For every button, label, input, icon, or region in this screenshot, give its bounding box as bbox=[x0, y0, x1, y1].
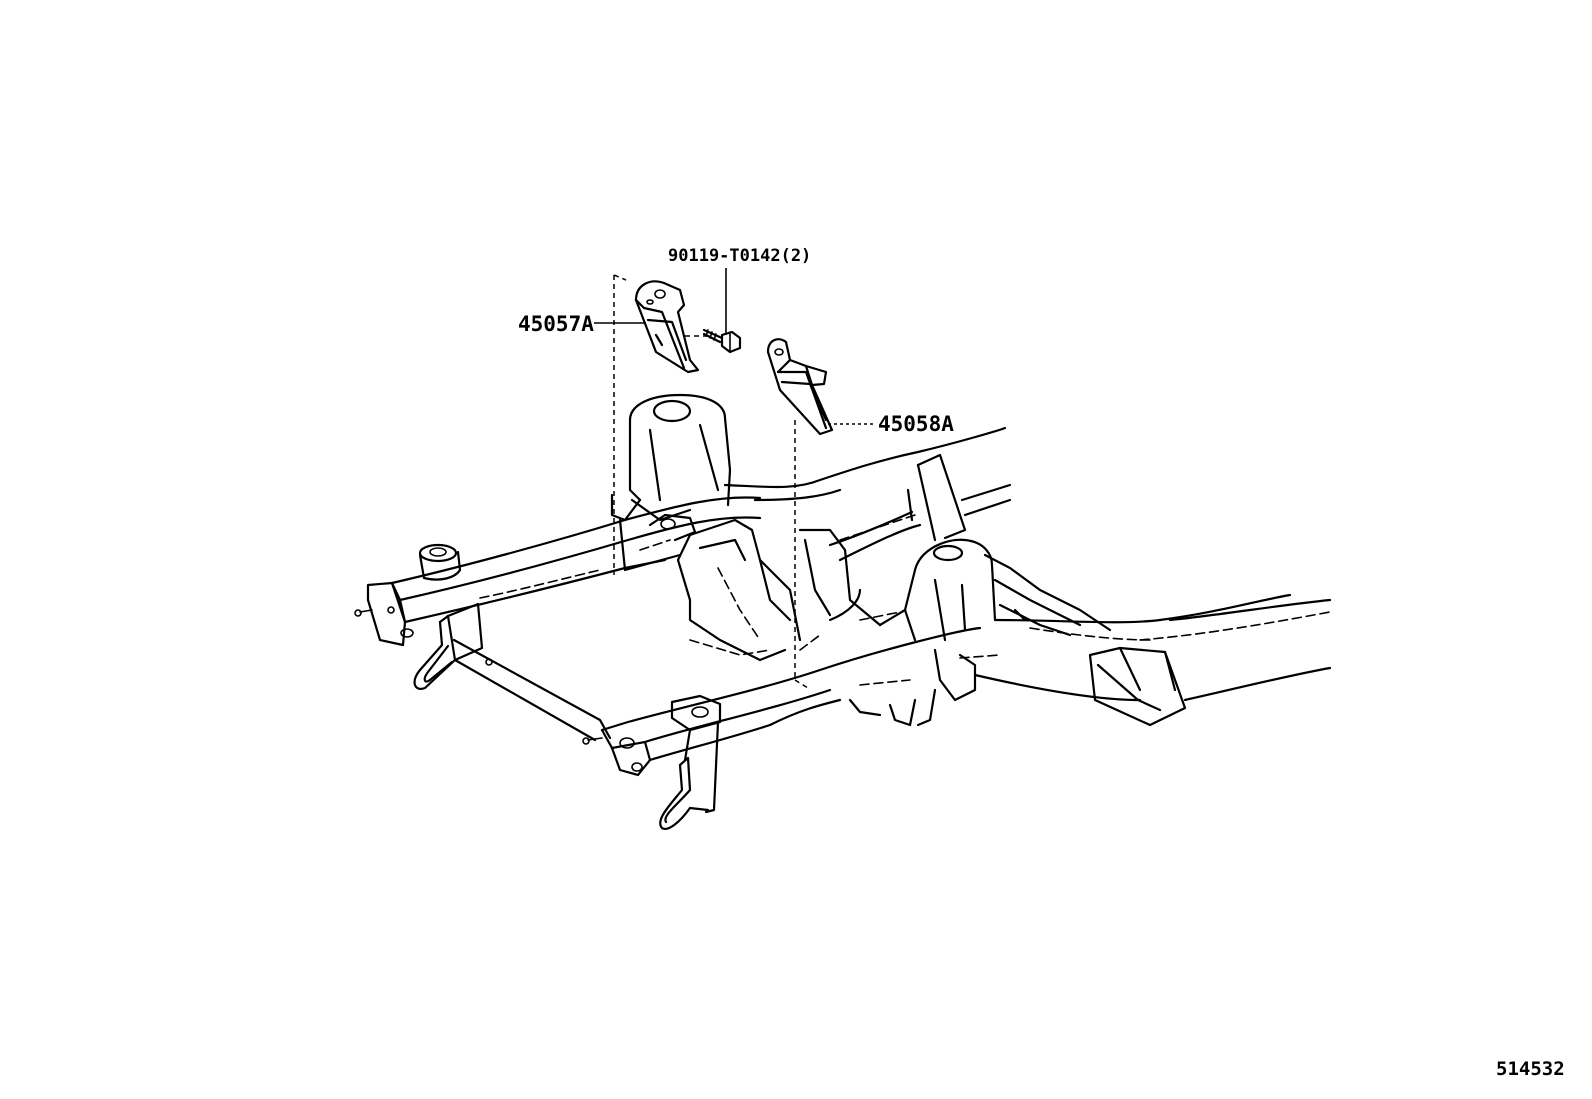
callout-bolt: 90119-T0142(2) bbox=[668, 246, 811, 333]
front-crossmember bbox=[413, 602, 612, 742]
left-front-boss bbox=[418, 543, 462, 581]
callout-bracket-left-label: 45057A bbox=[518, 312, 594, 336]
bracket-45058a bbox=[766, 338, 834, 436]
hidden-lines bbox=[479, 569, 1001, 686]
right-spring-tower bbox=[848, 538, 997, 727]
bracket-45057a bbox=[634, 280, 700, 374]
vehicle-frame bbox=[354, 393, 1332, 830]
callout-bolt-label: 90119-T0142(2) bbox=[668, 246, 811, 266]
right-front-bracket bbox=[659, 694, 722, 830]
center-crossmember bbox=[676, 510, 922, 662]
callout-bracket-right-label: 45058A bbox=[878, 412, 954, 436]
rear-rails bbox=[973, 593, 1332, 702]
upper-rear-rail bbox=[723, 426, 1007, 541]
callout-bracket-right: 45058A bbox=[828, 412, 954, 436]
left-side-rail bbox=[354, 496, 762, 647]
left-spring-tower bbox=[610, 393, 732, 572]
rear-right-bracket bbox=[1088, 646, 1187, 727]
figure-number: 514532 bbox=[1496, 1058, 1565, 1080]
callout-bracket-left: 45057A bbox=[518, 312, 646, 336]
bolt-90119-t0142 bbox=[702, 328, 742, 354]
right-side-rail bbox=[582, 626, 982, 777]
rear-crossmember bbox=[906, 453, 1112, 637]
